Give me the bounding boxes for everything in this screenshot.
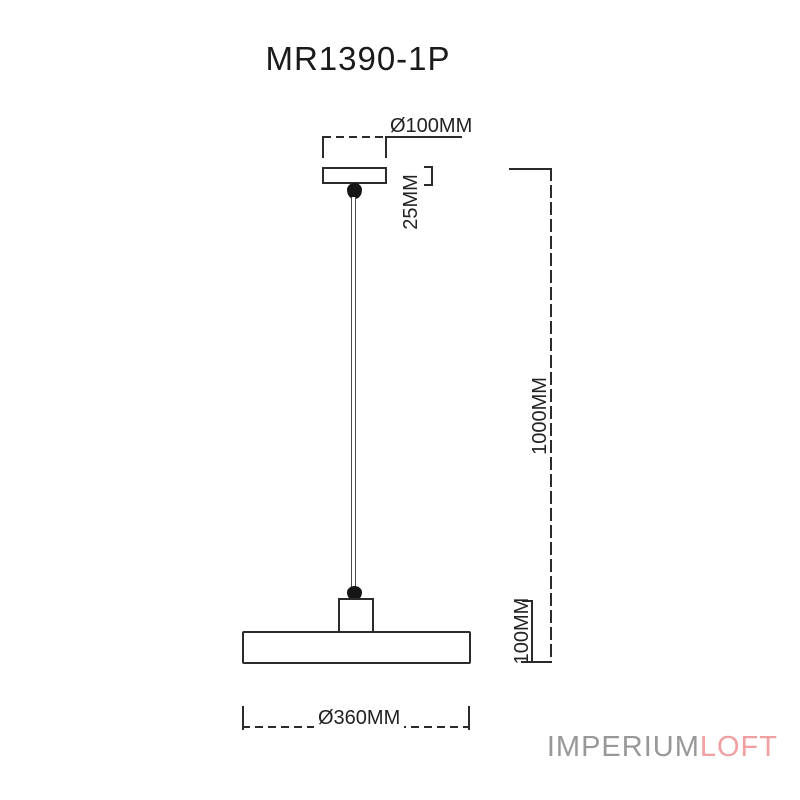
dim-tick [521, 661, 552, 663]
dim-leader-line [386, 136, 462, 138]
canopy-height-label: 25MM [400, 174, 422, 230]
dim-tick [385, 136, 387, 158]
dim-tick [468, 706, 470, 730]
cable-gland-top [347, 183, 362, 199]
shade-diameter-label: Ø360MM [314, 708, 405, 728]
lamp-socket-housing [338, 598, 374, 633]
suspension-cable [351, 197, 356, 588]
dim-tick [424, 184, 433, 186]
canopy-diameter-label: Ø100MM [390, 115, 473, 137]
suspension-length-label: 1000MM [529, 377, 551, 455]
ceiling-canopy-plate [322, 167, 387, 184]
dim-tick [242, 706, 244, 730]
dim-line [431, 167, 433, 186]
dim-tick [424, 166, 433, 168]
dim-tick [322, 136, 324, 158]
brand-name-accent: LOFT [699, 731, 778, 763]
page-title: MR1390-1P [265, 40, 451, 77]
dim-tick [509, 168, 552, 170]
lamp-shade-disc [242, 631, 471, 664]
brand-logo: IMPERIUMLOFT [547, 731, 778, 763]
cable-gland-bottom [347, 586, 362, 600]
shade-height-label: 100MM [511, 597, 533, 665]
dim-line [550, 168, 552, 663]
dim-line [531, 601, 533, 663]
brand-name-primary: IMPERIUM [546, 731, 700, 763]
dim-line [323, 136, 386, 138]
dim-tick [522, 600, 533, 602]
